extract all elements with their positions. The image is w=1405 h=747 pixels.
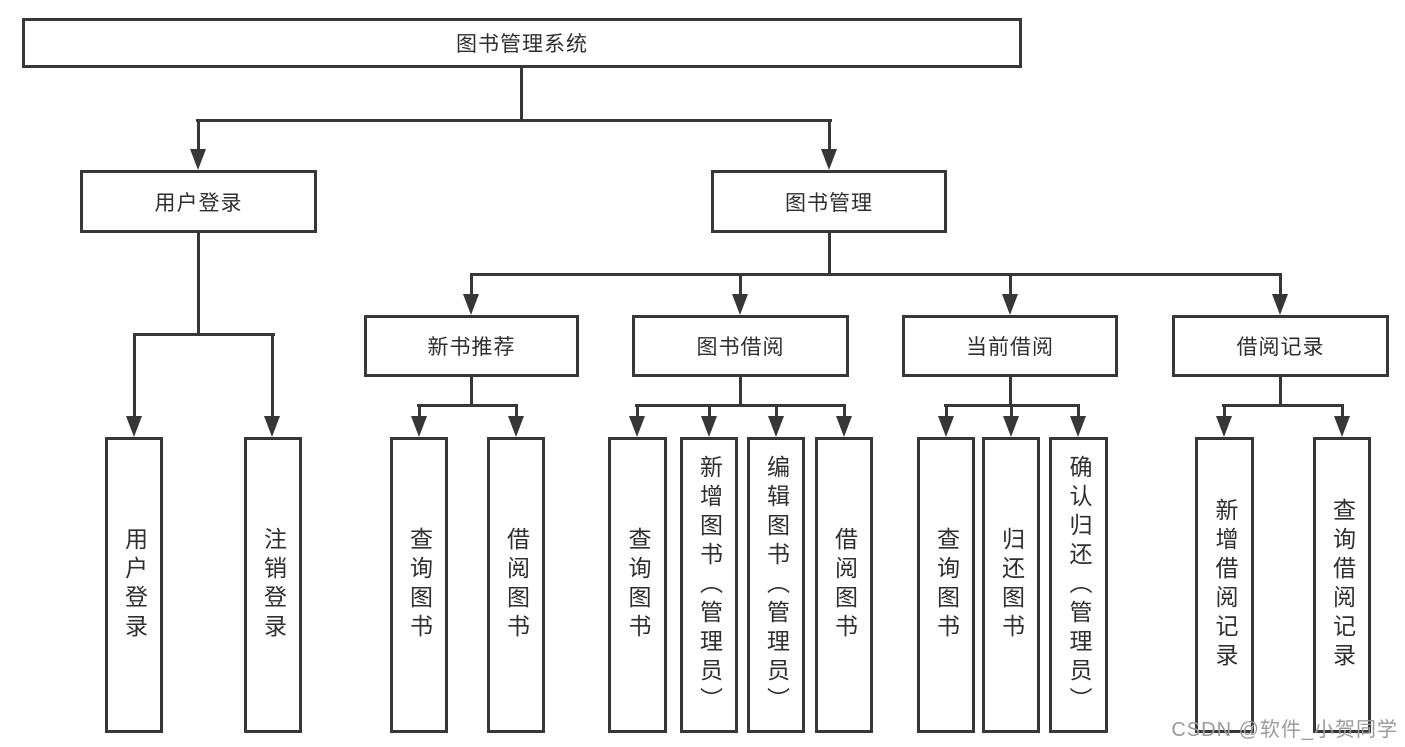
connector-line: [1009, 376, 1012, 407]
connector-line: [520, 67, 523, 121]
leaf-recommend-query-books: 查询图书: [390, 437, 448, 733]
leaf-edit-books-admin: 编辑图书（管理员）: [747, 437, 805, 733]
node-book-management-branch: 图书管理: [711, 170, 947, 233]
connector-line: [775, 404, 778, 420]
leaf-current-query-books: 查询图书: [917, 437, 975, 733]
arrow-down-icon: [1216, 416, 1232, 437]
leaf-add-borrow-record: 新增借阅记录: [1195, 437, 1254, 733]
leaf-confirm-return-admin: 确认归还（管理员）: [1049, 437, 1108, 733]
connector-line: [197, 119, 200, 153]
leaf-borrow-books: 借阅图书: [815, 437, 873, 733]
arrow-down-icon: [463, 294, 479, 315]
watermark: CSDN @软件_小贺同学: [1171, 719, 1398, 741]
leaf-borrow-query-books: 查询图书: [608, 437, 667, 733]
leaf-add-books-admin: 新增图书（管理员）: [680, 437, 738, 733]
connector-line: [739, 273, 742, 298]
connector-line: [739, 376, 742, 407]
connector-line: [271, 333, 274, 420]
connector-line: [1279, 273, 1282, 298]
arrow-down-icon: [938, 416, 954, 437]
connector-line: [470, 273, 1281, 276]
arrow-down-icon: [768, 416, 784, 437]
node-root: 图书管理系统: [22, 18, 1022, 68]
leaf-user-login: 用户登录: [105, 437, 163, 733]
connector-line: [1009, 273, 1012, 298]
connector-line: [1010, 404, 1013, 420]
arrow-down-icon: [508, 416, 524, 437]
connector-line: [197, 232, 200, 335]
connector-line: [635, 404, 846, 407]
connector-line: [828, 119, 831, 153]
arrow-down-icon: [1334, 416, 1350, 437]
arrow-down-icon: [1002, 294, 1018, 315]
connector-line: [843, 404, 846, 420]
node-current-borrow: 当前借阅: [902, 315, 1118, 377]
node-user-login-branch: 用户登录: [80, 170, 317, 233]
node-borrow-records: 借阅记录: [1172, 315, 1389, 377]
connector-line: [470, 273, 473, 298]
connector-line: [636, 404, 639, 420]
leaf-query-borrow-record: 查询借阅记录: [1313, 437, 1371, 733]
connector-line: [133, 333, 136, 420]
connector-line: [133, 333, 275, 336]
arrow-down-icon: [190, 149, 206, 170]
arrow-down-icon: [701, 416, 717, 437]
connector-line: [1222, 404, 1344, 407]
node-book-borrow: 图书借阅: [632, 315, 849, 377]
connector-line: [417, 404, 518, 407]
arrow-down-icon: [1003, 416, 1019, 437]
connector-line: [1341, 404, 1344, 420]
arrow-down-icon: [821, 149, 837, 170]
connector-line: [418, 404, 421, 420]
arrow-down-icon: [1272, 294, 1288, 315]
connector-line: [828, 232, 831, 275]
connector-line: [470, 376, 473, 407]
arrow-down-icon: [264, 416, 280, 437]
leaf-return-books: 归还图书: [982, 437, 1040, 733]
arrow-down-icon: [411, 416, 427, 437]
connector-line: [1077, 404, 1080, 420]
connector-line: [1279, 376, 1282, 407]
connector-line: [515, 404, 518, 420]
connector-line: [945, 404, 948, 420]
arrow-down-icon: [732, 294, 748, 315]
arrow-down-icon: [126, 416, 142, 437]
arrow-down-icon: [1070, 416, 1086, 437]
connector-line: [196, 119, 832, 122]
arrow-down-icon: [629, 416, 645, 437]
connector-line: [708, 404, 711, 420]
arrow-down-icon: [836, 416, 852, 437]
node-new-book-recommend: 新书推荐: [364, 315, 579, 377]
leaf-recommend-borrow-books: 借阅图书: [487, 437, 545, 733]
connector-line: [1223, 404, 1226, 420]
leaf-logout: 注销登录: [244, 437, 302, 733]
